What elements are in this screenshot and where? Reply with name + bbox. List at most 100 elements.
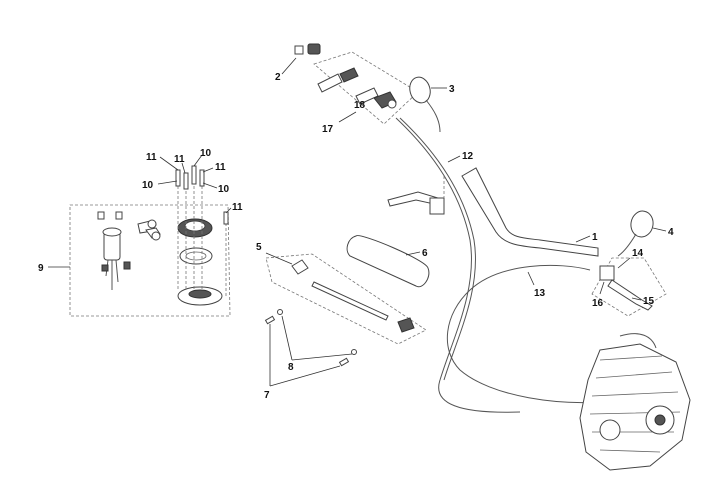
leader — [225, 207, 232, 214]
throttle-cable — [395, 117, 521, 413]
leader — [265, 252, 293, 265]
leader — [338, 111, 357, 123]
callout-10c: 10 — [218, 184, 230, 195]
clutch-perch — [599, 265, 615, 281]
callout-1: 1 — [592, 232, 598, 243]
bolt — [175, 169, 181, 187]
bar-end-weight — [294, 45, 304, 55]
connector — [101, 264, 109, 272]
callout-4: 4 — [668, 227, 674, 238]
throttle-screw — [387, 99, 397, 109]
ignition-kit-group — [48, 154, 232, 317]
callout-8: 8 — [288, 362, 294, 373]
clutch-cable — [446, 264, 621, 403]
leader — [157, 180, 178, 185]
bolt — [223, 211, 229, 225]
leader — [159, 156, 179, 171]
callout-11d: 11 — [232, 202, 243, 213]
cross-bar — [311, 281, 389, 321]
fuel-cap-lid — [184, 220, 206, 232]
leader — [575, 235, 591, 243]
screw — [338, 357, 350, 367]
grip-end — [339, 67, 359, 83]
bolt — [191, 165, 197, 185]
leader — [631, 297, 642, 301]
callout-16: 16 — [592, 298, 604, 309]
leader — [281, 57, 297, 75]
callout-9: 9 — [38, 263, 44, 274]
callout-labels: 1 2 3 4 5 6 7 8 9 10 10 10 11 11 11 11 1… — [38, 72, 674, 401]
leader — [447, 155, 461, 163]
callout-12: 12 — [462, 151, 474, 162]
small-bush — [97, 211, 105, 220]
leader — [291, 353, 353, 361]
handlebar — [461, 167, 599, 257]
callout-18: 18 — [354, 100, 366, 111]
group-9-dashed-box — [69, 204, 231, 317]
callout-5: 5 — [256, 242, 262, 253]
key-head — [151, 231, 161, 241]
leader — [269, 365, 341, 387]
fuel-cap-ring — [179, 247, 213, 265]
bar-end-weight — [307, 43, 321, 55]
crossbar-end — [397, 317, 415, 333]
callout-14: 14 — [632, 248, 644, 259]
callout-13: 13 — [534, 288, 546, 299]
clutch-lever — [607, 279, 653, 311]
screw — [264, 315, 276, 325]
right-mirror-head — [630, 210, 654, 238]
connector — [123, 261, 131, 270]
washer — [277, 309, 283, 315]
engine-cover-center — [654, 414, 666, 426]
bar-clamp — [291, 259, 309, 275]
callout-3: 3 — [449, 84, 455, 95]
callout-11c: 11 — [215, 162, 226, 173]
crossbar-group — [264, 235, 430, 387]
callout-2: 2 — [275, 72, 281, 83]
leader — [202, 167, 214, 173]
throttle-cable-2 — [399, 117, 476, 381]
clutch-lever-group — [591, 257, 667, 317]
grip-group — [281, 43, 419, 125]
callout-10b: 10 — [142, 180, 154, 191]
leader — [281, 315, 293, 361]
engine-cable — [619, 333, 657, 349]
left-grip — [317, 73, 343, 93]
leader — [652, 227, 667, 232]
callout-11b: 11 — [174, 154, 185, 165]
engine-fins — [589, 355, 681, 453]
callout-6: 6 — [422, 248, 428, 259]
leader — [202, 182, 218, 189]
assembly-axes — [177, 186, 227, 296]
key-head — [147, 219, 157, 229]
left-mirror-head — [409, 76, 431, 104]
bolt — [183, 172, 189, 190]
leader — [405, 251, 421, 256]
leader — [599, 281, 605, 295]
handlebar-pad — [346, 235, 430, 288]
leader — [617, 257, 631, 269]
callout-17: 17 — [322, 124, 334, 135]
engine-group — [579, 333, 691, 471]
washer — [351, 349, 357, 355]
right-mirror-stem — [617, 233, 637, 257]
master-cylinder — [429, 197, 445, 215]
callout-15: 15 — [643, 296, 655, 307]
engine-cover — [599, 419, 621, 441]
bolt — [199, 169, 205, 187]
left-mirror-stem — [425, 99, 441, 133]
callout-10a: 10 — [200, 148, 212, 159]
leader — [181, 162, 186, 174]
callout-7: 7 — [264, 390, 270, 401]
small-bush — [115, 211, 123, 220]
callout-11a: 11 — [146, 152, 157, 163]
handlebar-group — [387, 117, 621, 413]
mirror-group — [409, 76, 667, 257]
leader — [193, 154, 203, 167]
filler-flange-hole — [188, 289, 212, 299]
ignition-switch-top — [102, 227, 122, 237]
group-14-dashed-box — [591, 257, 667, 317]
leader — [527, 271, 535, 286]
